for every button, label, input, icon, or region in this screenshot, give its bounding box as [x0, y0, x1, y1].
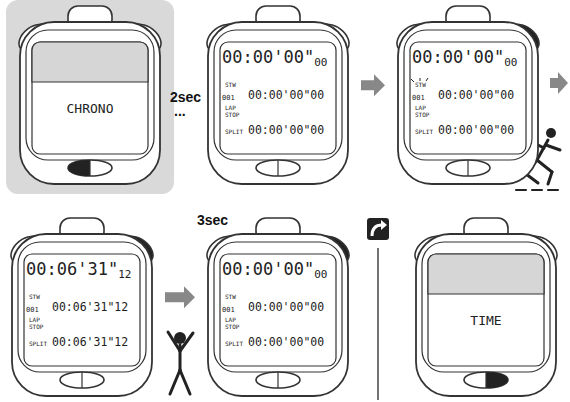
step-arrow: [361, 74, 385, 96]
indicator-label: SPLIT: [415, 129, 433, 135]
lap-time: 00:00'00"00: [248, 302, 324, 314]
duration-label: 2sec: [170, 90, 201, 104]
lap-counter: 001: [222, 307, 235, 314]
stopwatch-outline: [406, 214, 566, 399]
lap-time: 00:00'00"00: [248, 90, 324, 102]
main-hundredths: 00: [504, 57, 517, 68]
main-time: 00:00'00": [222, 49, 314, 66]
main-hundredths: 00: [314, 269, 327, 280]
stopwatch: 00:06'31"12STW00100:06'31"12LAPSTOPSPLIT…: [2, 214, 162, 399]
separator-line: [377, 248, 379, 400]
stopwatch: 00:00'00"00STW00100:00'00"00LAPSTOPSPLIT…: [388, 2, 548, 187]
indicator-label: SPLIT: [29, 341, 47, 347]
split-time: 00:06'31"12: [52, 337, 128, 349]
main-hundredths: 12: [118, 269, 131, 280]
indicator-label: STW: [29, 294, 40, 300]
mode-name: TIME: [470, 314, 501, 327]
stopwatch: 00:00'00"00STW00100:00'00"00LAPSTOPSPLIT…: [198, 2, 358, 187]
duration-label: 3sec: [197, 213, 228, 227]
indicator-label: LAP: [29, 317, 40, 323]
indicator-label: STW: [225, 82, 236, 88]
cheering-figure: [168, 332, 193, 394]
main-hundredths: 00: [314, 57, 327, 68]
indicator-label: SPLIT: [225, 129, 243, 135]
lap-counter: 001: [222, 95, 235, 102]
indicator-label: STW: [225, 294, 236, 300]
stopwatch-outline: [10, 2, 170, 187]
indicator-label: STOP: [225, 112, 239, 118]
indicator-label: STW: [415, 82, 426, 88]
lap-counter: 001: [412, 95, 425, 102]
next-mode-icon: [367, 218, 389, 240]
split-time: 00:00'00"00: [248, 337, 324, 349]
lap-counter: 001: [26, 307, 39, 314]
main-time: 00:00'00": [222, 261, 314, 278]
lap-time: 00:00'00"00: [438, 90, 514, 102]
main-time: 00:00'00": [412, 49, 504, 66]
step-arrow: [165, 286, 195, 308]
indicator-label: STOP: [415, 112, 429, 118]
indicator-label: LAP: [415, 105, 426, 111]
split-time: 00:00'00"00: [438, 125, 514, 137]
lap-time: 00:06'31"12: [52, 302, 128, 314]
indicator-label: LAP: [225, 105, 236, 111]
mode-name: CHRONO: [67, 102, 114, 115]
duration-label: ...: [174, 104, 186, 118]
main-time: 00:06'31": [26, 261, 118, 278]
stopwatch: TIME: [406, 214, 566, 399]
highlight-panel: [6, 0, 174, 194]
indicator-label: SPLIT: [225, 341, 243, 347]
stopwatch: 00:00'00"00STW00100:00'00"00LAPSTOPSPLIT…: [198, 214, 358, 399]
indicator-label: LAP: [225, 317, 236, 323]
stopwatch: CHRONO: [10, 2, 170, 187]
indicator-label: STOP: [29, 324, 43, 330]
split-time: 00:00'00"00: [248, 125, 324, 137]
indicator-label: STOP: [225, 324, 239, 330]
continue-arrow: [550, 72, 568, 94]
